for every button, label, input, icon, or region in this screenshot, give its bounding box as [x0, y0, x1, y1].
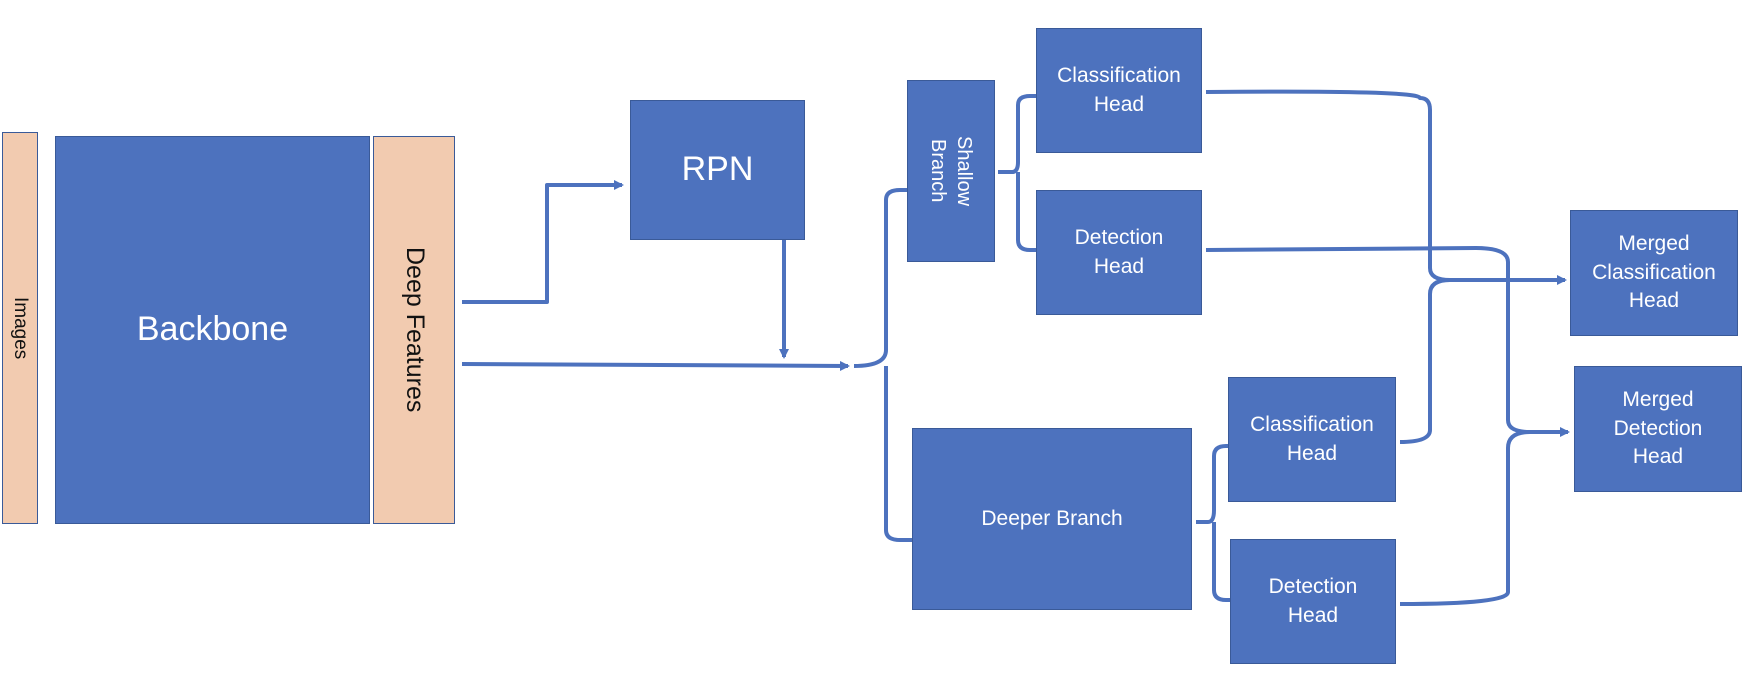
deep-detection-head-label: Detection Head [1268, 575, 1358, 627]
shallow-branch-label: Shallow Branch [927, 135, 975, 207]
backbone-label: Backbone [136, 310, 289, 349]
deeper-branch-label: Deeper Branch [981, 506, 1123, 530]
rpn-node: RPN [630, 100, 805, 240]
images-label: Images [9, 296, 31, 360]
deep-classification-head-label: Classification Head [1250, 413, 1374, 465]
features-to-rpn-arrow [462, 180, 624, 304]
deep-features-node: Deep Features [373, 136, 455, 524]
deeper-branch-node: Deeper Branch [912, 428, 1192, 610]
deep-cls-to-merged-cls [1399, 278, 1451, 444]
deeper-branch-split [1196, 444, 1232, 602]
shallow-branch-split [998, 94, 1038, 252]
merged-detection-head: Merged Detection Head [1574, 366, 1742, 492]
merged-classification-head-label: Merged Classification Head [1592, 232, 1716, 313]
shallow-branch-node: Shallow Branch [907, 80, 995, 262]
shallow-classification-head: Classification Head [1036, 28, 1202, 153]
shallow-detection-head-label: Detection Head [1074, 226, 1164, 278]
backbone-node: Backbone [55, 136, 370, 524]
merged-detection-head-label: Merged Detection Head [1613, 388, 1703, 469]
features-to-branches-arrow [461, 360, 850, 371]
deep-detection-head: Detection Head [1230, 539, 1396, 664]
rpn-label: RPN [681, 150, 754, 189]
merged-classification-head: Merged Classification Head [1570, 210, 1738, 336]
shallow-cls-to-merged-cls [1205, 89, 1567, 285]
deep-classification-head: Classification Head [1228, 377, 1396, 502]
shallow-classification-head-label: Classification Head [1057, 64, 1181, 116]
images-node: Images [2, 132, 38, 524]
shallow-detection-head: Detection Head [1036, 190, 1202, 315]
branch-split-brace [853, 188, 912, 542]
deep-det-to-merged-det [1399, 430, 1531, 606]
deep-features-label: Deep Features [400, 247, 429, 413]
